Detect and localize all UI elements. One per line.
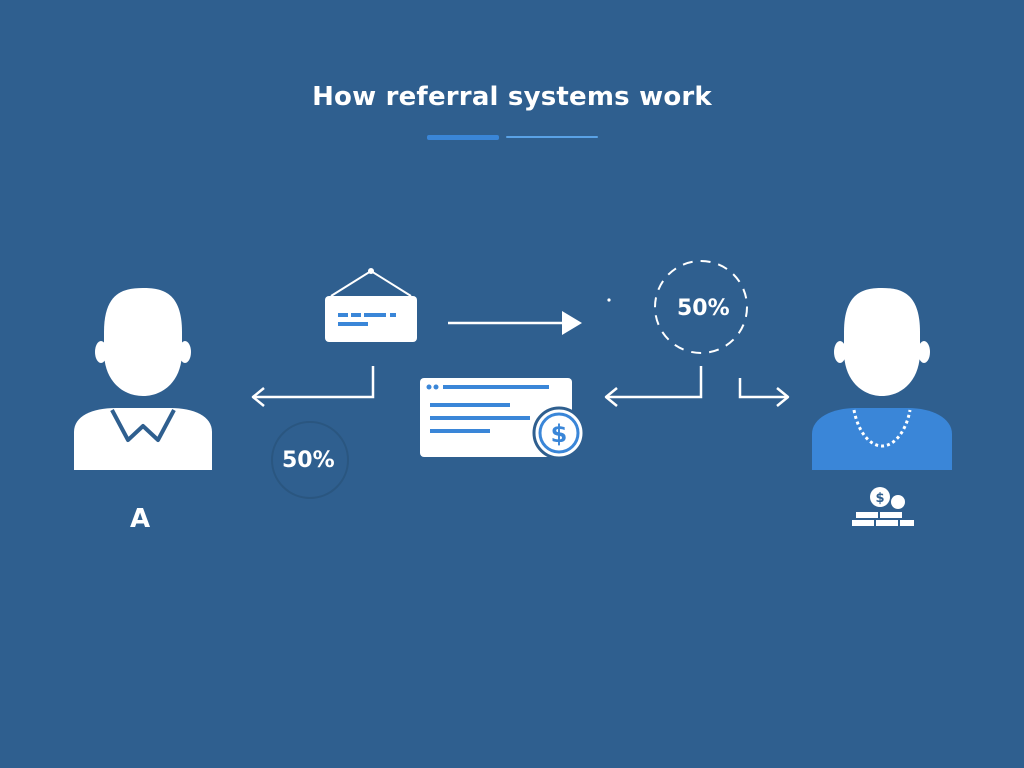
arrow-to-referee	[738, 378, 790, 407]
referrer-person-icon	[74, 288, 212, 470]
arrow-to-card	[604, 366, 703, 407]
referrer-label: A	[130, 504, 151, 534]
dollar-coin-icon: $	[532, 406, 586, 460]
arrow-left-bottom	[251, 366, 375, 407]
coin-stack-icon: $	[852, 487, 914, 526]
share-right-value: 50%	[677, 296, 730, 321]
title-underline	[427, 135, 598, 140]
svg-text:$: $	[551, 420, 568, 448]
arrow-right-top	[448, 311, 582, 335]
share-left-circle	[271, 421, 349, 499]
share-left-value: 50%	[282, 448, 335, 473]
share-right-circle	[654, 260, 748, 354]
page-title: How referral systems work	[312, 82, 712, 112]
dot-marker	[607, 298, 611, 302]
hanging-sign-icon	[325, 268, 417, 342]
referee-person-icon	[812, 288, 952, 470]
svg-text:$: $	[875, 491, 884, 506]
